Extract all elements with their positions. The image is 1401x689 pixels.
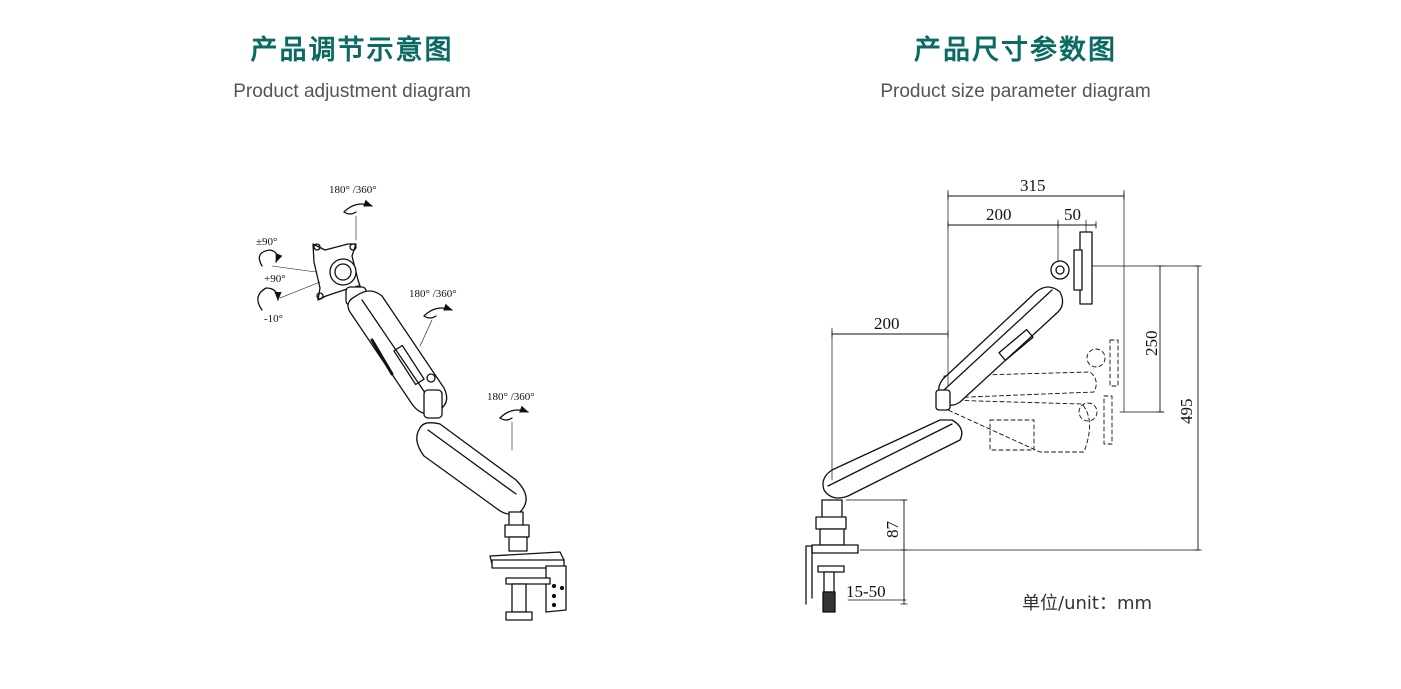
rotate-label-low: 180° /360° [487,391,535,403]
size-drawing: 315 200 50 200 250 495 87 15-50 [805,176,1201,613]
dimension-lines [831,196,1198,605]
rotate-label-mid: 180° /360° [409,288,457,300]
rotate-arrow-top [343,199,373,213]
size-panel: 产品尺寸参数图 Product size parameter diagram [700,0,1401,689]
dim-max-height: 495 [1177,399,1196,425]
lower-arm [416,422,527,515]
dim-upper-arm: 200 [986,205,1012,224]
unit-label: 单位/unit：mm [1022,593,1153,614]
dim-height-adj: 250 [1142,331,1161,357]
dim-pole: 87 [883,521,902,539]
size-title: 产品尺寸参数图 [914,35,1117,66]
adjustment-subtitle: Product adjustment diagram [233,81,471,102]
pole-clamp [489,511,567,621]
size-pole-clamp [805,499,859,613]
dim-total-reach: 315 [1020,176,1046,195]
dim-head: 50 [1064,205,1081,224]
extension-lines [831,189,1201,601]
tilt-arrow-lower [257,287,282,311]
dim-clamp: 15-50 [846,582,886,601]
size-upper-arm [935,286,1064,411]
adjustment-title: 产品调节示意图 [250,35,454,66]
tilt-label-pm90: ±90° [256,236,277,248]
size-subtitle: Product size parameter diagram [880,81,1151,102]
adjustment-drawing: 180° /360° ±90° +90° -10° 180° /360° 180… [256,184,567,621]
tilt-arrow-upper [258,249,283,267]
rotate-arrow-mid [423,303,453,317]
ghost-positions [943,339,1119,453]
rotate-arrow-low [499,405,529,419]
size-lower-arm [822,419,963,499]
upper-arm [347,290,448,419]
adjustment-panel: 产品调节示意图 Product adjustment diagram [0,0,700,689]
tilt-label-p90: +90° [264,273,286,285]
monitor-head [1050,231,1093,305]
tilt-label-m10: -10° [264,313,283,325]
dim-lower-arm: 200 [874,314,900,333]
rotate-label-top: 180° /360° [329,184,377,196]
